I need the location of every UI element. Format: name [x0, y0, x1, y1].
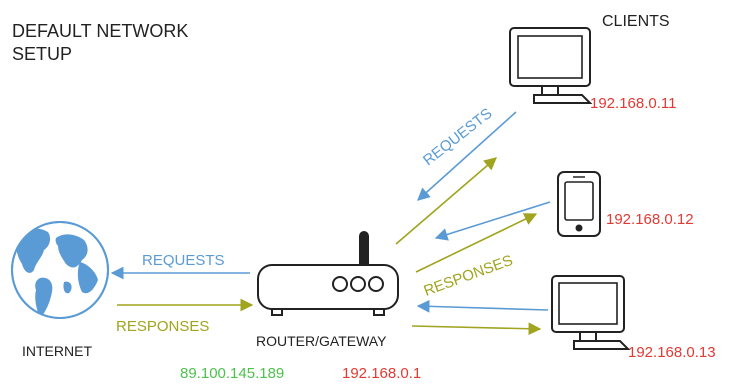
client-1-requests-arrow [417, 111, 517, 201]
globe-icon [11, 221, 109, 319]
client-1-responses-arrow [395, 157, 497, 245]
internet-responses-label: RESPONSES [116, 318, 209, 335]
client-1-ip: 192.168.0.11 [590, 95, 676, 112]
router-public-ip: 89.100.145.189 [180, 365, 284, 382]
router-label: ROUTER/GATEWAY [256, 333, 387, 349]
client-1-desktop-monitor-icon [509, 27, 593, 104]
client-responses-label: RESPONSES [422, 252, 516, 300]
diagram-title-line2: SETUP [12, 44, 72, 64]
router-icon [257, 231, 399, 316]
clients-label: CLIENTS [602, 13, 670, 30]
client-2-ip: 192.168.0.12 [606, 211, 694, 228]
internet-label: INTERNET [22, 343, 92, 359]
client-2-responses-arrow [415, 213, 538, 273]
client-3-responses-arrow [411, 322, 542, 336]
client-3-requests-arrow [416, 299, 549, 313]
client-3-desktop-monitor-icon [551, 275, 631, 350]
client-2-requests-arrow [434, 201, 551, 241]
client-3-ip: 192.168.0.13 [628, 344, 716, 361]
diagram-title-line1: DEFAULT NETWORK [12, 21, 188, 41]
router-private-ip: 192.168.0.1 [342, 365, 421, 382]
client-requests-label: REQUESTS [420, 105, 495, 169]
client-2-phone-icon [557, 171, 601, 237]
internet-requests-label: REQUESTS [142, 252, 225, 269]
